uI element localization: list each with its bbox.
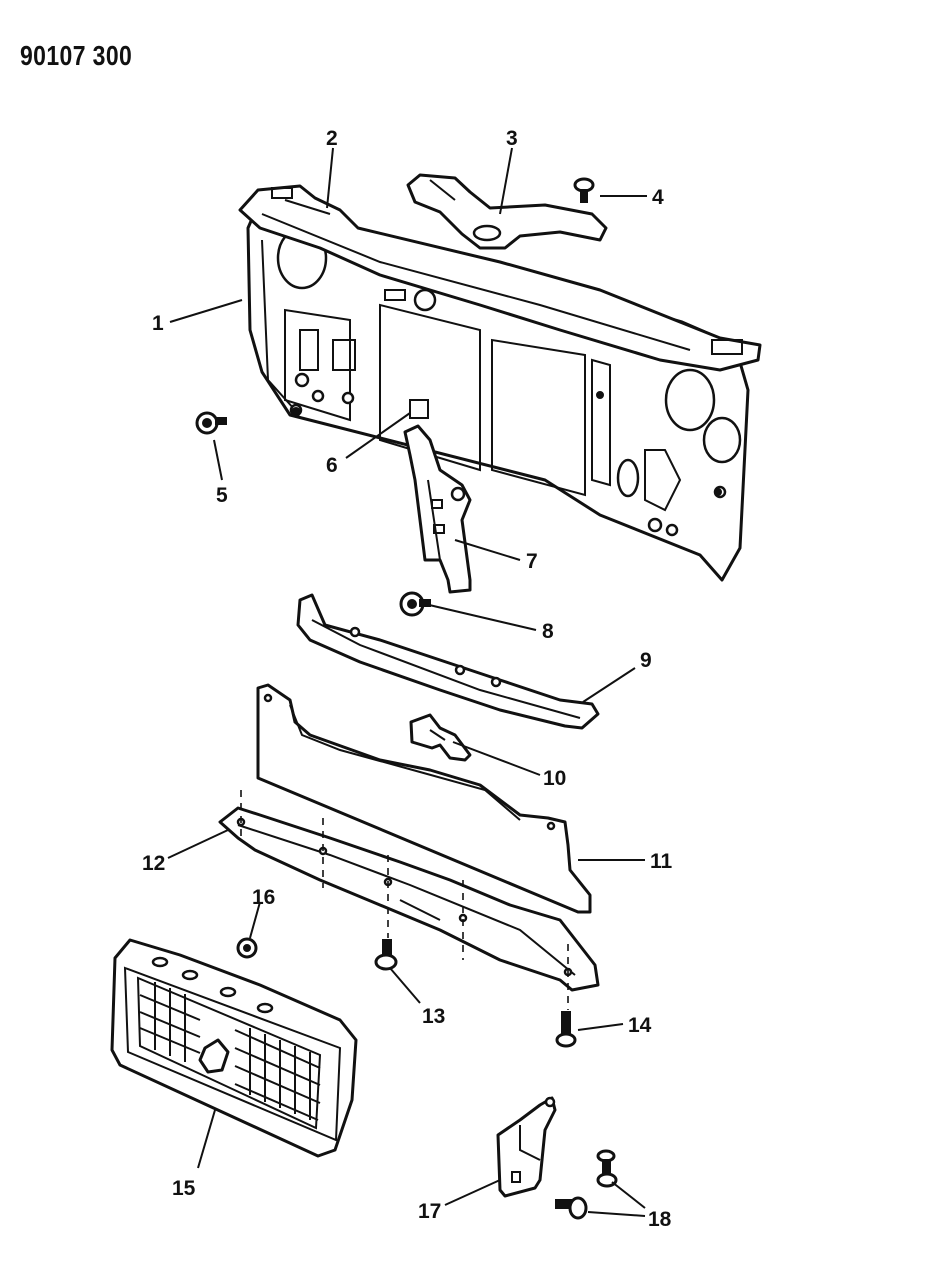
callout-12: 12: [142, 852, 165, 875]
leader-lines: [167, 147, 647, 1217]
callout-16: 16: [252, 886, 275, 909]
part-13-bolt: [374, 939, 398, 971]
part-15-grille: [110, 938, 358, 1158]
part-16-nut: [236, 937, 258, 959]
part-11-valance-panel: [256, 683, 592, 914]
callout-10: 10: [543, 767, 566, 790]
callout-3: 3: [506, 127, 518, 150]
part-14-bolt: [555, 1011, 577, 1048]
callout-numbers: 1 2 3 4 5 6 7 8 9 10 11 12 13 14 15 16 1…: [142, 127, 673, 1231]
part-5-nut: [195, 411, 227, 435]
part-9-upper-filler: [296, 593, 600, 730]
grille-mesh: [139, 982, 321, 1121]
part-17-lower-bracket: [496, 1096, 557, 1198]
grille-emblem: [198, 1038, 230, 1074]
part-7-center-brace: [403, 424, 472, 594]
part-8-bolt: [399, 591, 431, 617]
part-3-latch-bracket: [406, 173, 608, 250]
callout-15: 15: [172, 1177, 196, 1200]
callout-18: 18: [648, 1208, 672, 1231]
callout-11: 11: [650, 850, 673, 873]
part-18-screws: [555, 1149, 618, 1220]
part-1-radiator-panel: [246, 203, 750, 582]
callout-6: 6: [326, 454, 338, 477]
callout-5: 5: [216, 484, 228, 507]
callout-4: 4: [652, 186, 664, 209]
document-id: 90107 300: [20, 40, 133, 71]
callout-9: 9: [640, 649, 652, 672]
callout-13: 13: [422, 1005, 445, 1028]
callout-2: 2: [326, 127, 338, 150]
alignment-lines: [240, 790, 569, 1010]
callout-1: 1: [152, 312, 164, 335]
callout-7: 7: [526, 550, 538, 573]
part-2-upper-crossmember: [238, 184, 762, 372]
callout-17: 17: [418, 1200, 441, 1223]
part-4-screw: [573, 177, 595, 203]
part-10-clip: [409, 713, 472, 762]
part-12-lower-support: [218, 806, 600, 992]
callout-8: 8: [542, 620, 554, 643]
callout-14: 14: [628, 1014, 652, 1037]
